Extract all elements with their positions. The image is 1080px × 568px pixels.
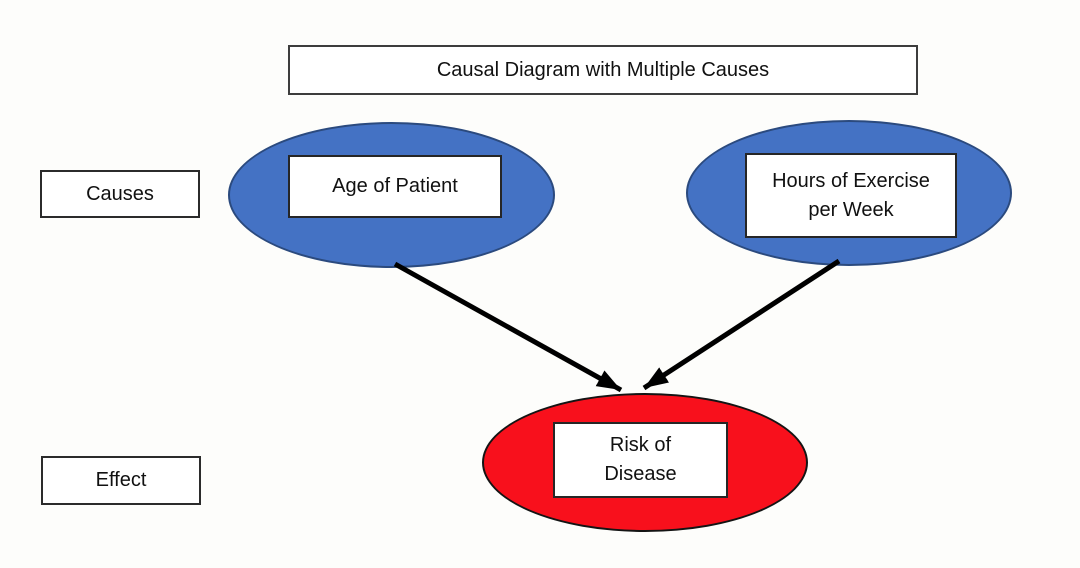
diagram-title: Causal Diagram with Multiple Causes: [288, 45, 918, 95]
arrow-age-to-risk: [393, 261, 623, 393]
cause-node-age-label: Age of Patient: [288, 155, 502, 218]
arrow-exercise-to-risk: [642, 258, 841, 391]
causes-label: Causes: [40, 170, 200, 218]
cause-node-exercise-label: Hours of Exercise per Week: [745, 153, 957, 238]
effect-label: Effect: [41, 456, 201, 505]
effect-node-risk-label: Risk of Disease: [553, 422, 728, 498]
